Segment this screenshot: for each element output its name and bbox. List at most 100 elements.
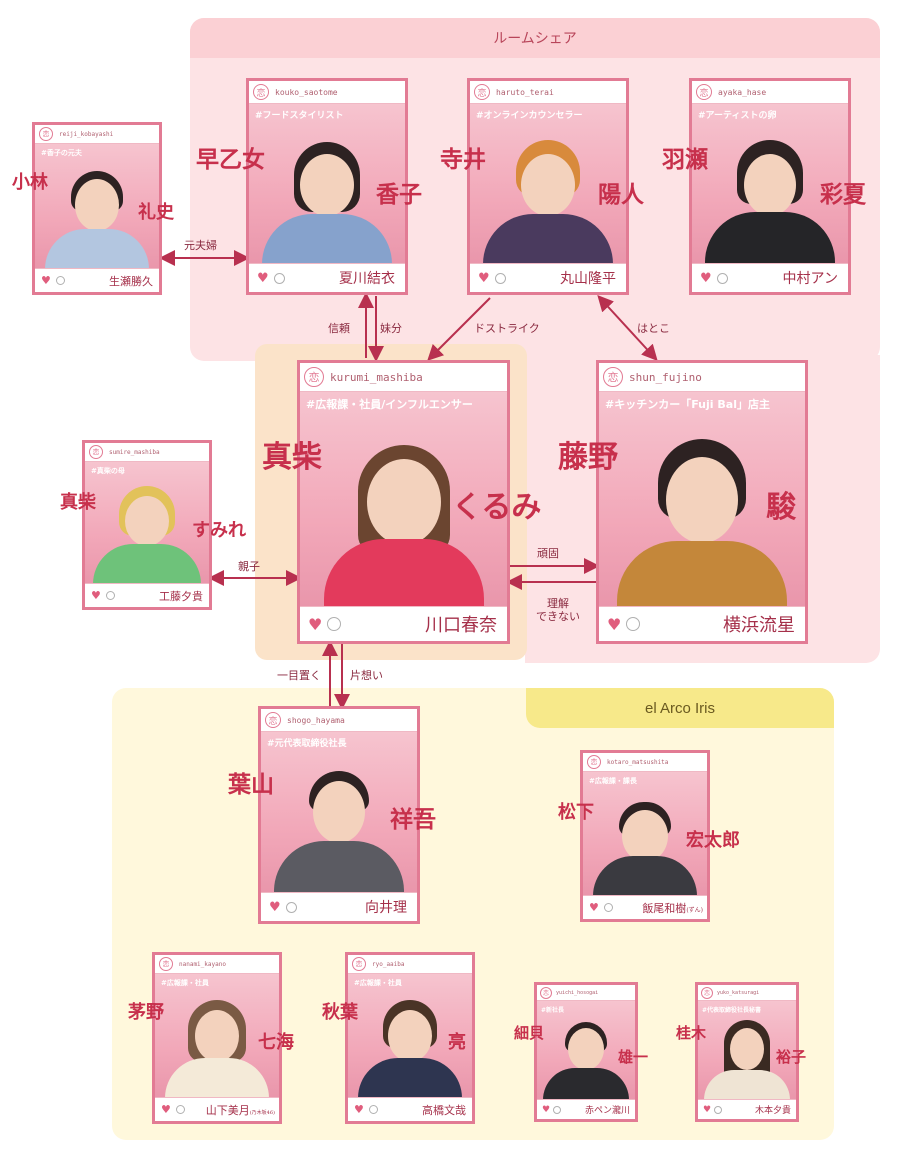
card-tag: #真柴の母 [91, 467, 125, 475]
card-photo: #元代表取締役社長 [261, 732, 417, 893]
heart-icon[interactable]: ♥ [91, 589, 101, 602]
koi-logo-icon: 恋 [540, 986, 552, 999]
comment-icon[interactable] [553, 1105, 562, 1114]
char-name-shun-given: 駿 [766, 490, 796, 525]
koi-logo-icon: 恋 [603, 367, 623, 387]
card-tag: #オンラインカウンセラー [476, 111, 583, 121]
comment-icon[interactable] [626, 617, 641, 631]
card-ryo[interactable]: 恋 ryo_aaiba #広報課・社員 ♥ 高橋文哉 [345, 952, 475, 1124]
card-photo: #新社長 [537, 1001, 635, 1100]
card-ayaka[interactable]: 恋 ayaka_hase #アーティストの卵 ♥ 中村アン [689, 78, 851, 295]
heart-icon[interactable]: ♥ [478, 270, 490, 286]
arco-iris-label: el Arco Iris [526, 688, 834, 728]
card-kurumi[interactable]: 恋 kurumi_mashiba #広報課・社員/インフルエンサー ♥ 川口春奈 [297, 360, 510, 644]
label-cousin: はとこ [637, 322, 670, 335]
char-name-kouko-family: 早乙女 [196, 146, 265, 173]
koi-logo-icon: 恋 [587, 755, 601, 769]
heart-icon[interactable]: ♥ [700, 270, 712, 286]
char-name-haruto-given: 陽人 [598, 181, 644, 208]
actor-name-main: 飯尾和樹 [642, 901, 687, 915]
card-tag: #新社長 [541, 1007, 565, 1014]
card-haruto[interactable]: 恋 haruto_terai #オンラインカウンセラー ♥ 丸山隆平 [467, 78, 629, 295]
card-handle: reiji_kobayashi [59, 130, 114, 138]
actor-name: 中村アン [782, 271, 838, 287]
heart-icon[interactable]: ♥ [308, 614, 323, 634]
person-figure [705, 124, 835, 264]
card-tag: #広報課・社員 [161, 979, 209, 987]
comment-icon[interactable] [273, 272, 285, 284]
heart-icon[interactable]: ♥ [703, 1104, 712, 1115]
actor-name: 飯尾和樹(ずん) [642, 900, 703, 916]
comment-icon[interactable] [105, 591, 115, 600]
card-handle: ryo_aaiba [372, 960, 405, 968]
koi-logo-icon: 恋 [39, 127, 53, 141]
heart-icon[interactable]: ♥ [161, 1103, 171, 1116]
char-name-nanami-family: 茅野 [128, 1002, 164, 1023]
heart-icon[interactable]: ♥ [354, 1103, 364, 1116]
label-respect: 一目置く [277, 669, 321, 682]
card-tag: #代表取締役社長秘書 [702, 1007, 762, 1014]
heart-icon[interactable]: ♥ [589, 901, 599, 914]
card-yuko[interactable]: 恋 yuko_katsuragi #代表取締役社長秘書 ♥ 木本夕貴 [695, 982, 799, 1122]
person-figure [165, 990, 269, 1098]
label-sister: 妹分 [380, 322, 402, 335]
card-shun[interactable]: 恋 shun_fujino #キッチンカー「Fuji Bal」店主 ♥ 横浜流星 [596, 360, 808, 644]
char-name-reiji-given: 礼史 [138, 202, 174, 223]
card-tag: #香子の元夫 [41, 149, 82, 157]
char-name-shogo-given: 祥吾 [390, 806, 436, 833]
label-crush: 片想い [350, 669, 383, 682]
card-handle: yuko_katsuragi [717, 989, 760, 996]
person-figure [617, 417, 787, 607]
comment-icon[interactable] [716, 272, 728, 284]
card-photo: #広報課・課長 [583, 772, 707, 896]
comment-icon[interactable] [368, 1105, 378, 1114]
person-figure [593, 788, 697, 896]
char-name-shun-family: 藤野 [558, 440, 618, 475]
actor-name-note: (ずん) [686, 906, 703, 914]
comment-icon[interactable] [603, 903, 613, 912]
heart-icon[interactable]: ♥ [257, 270, 269, 286]
card-kouko[interactable]: 恋 kouko_saotome #フードスタイリスト ♥ 夏川結衣 [246, 78, 408, 295]
koi-logo-icon: 恋 [304, 367, 324, 387]
char-name-nanami-given: 七海 [258, 1032, 294, 1053]
char-name-reiji-family: 小林 [12, 172, 48, 193]
label-no-understand: 理解 できない [536, 597, 580, 623]
char-name-kurumi-given: くるみ [452, 490, 542, 525]
comment-icon[interactable] [494, 272, 506, 284]
comment-icon[interactable] [175, 1105, 185, 1114]
comment-icon[interactable] [55, 276, 65, 285]
heart-icon[interactable]: ♥ [269, 899, 281, 915]
char-name-yuko-given: 裕子 [776, 1048, 807, 1066]
card-nanami[interactable]: 恋 nanami_kayano #広報課・社員 ♥ 山下美月(乃木坂46) [152, 952, 282, 1124]
heart-icon[interactable]: ♥ [607, 614, 622, 634]
card-yuichi[interactable]: 恋 yuichi_hosogai #新社長 ♥ 赤ペン瀧川 [534, 982, 638, 1122]
heart-icon[interactable]: ♥ [41, 274, 51, 287]
char-name-ayaka-family: 羽瀬 [662, 146, 708, 173]
card-photo: #広報課・社員/インフルエンサー [300, 392, 507, 607]
heart-icon[interactable]: ♥ [542, 1104, 551, 1115]
label-ex-spouse: 元夫婦 [184, 239, 217, 252]
comment-icon[interactable] [327, 617, 342, 631]
actor-name: 高橋文哉 [422, 1103, 466, 1117]
comment-icon[interactable] [714, 1105, 723, 1114]
card-handle: kotaro_matsushita [607, 758, 669, 766]
koi-logo-icon: 恋 [352, 957, 366, 971]
actor-name: 木本夕貴 [754, 1106, 791, 1116]
actor-name-note: (乃木坂46) [249, 1109, 275, 1116]
actor-name: 山下美月(乃木坂46) [206, 1102, 275, 1118]
label-distrike: ドストライク [474, 322, 540, 335]
card-reiji[interactable]: 恋 reiji_kobayashi #香子の元夫 ♥ 生瀬勝久 [32, 122, 162, 295]
label-no-understand-2: できない [536, 610, 580, 623]
char-name-ayaka-given: 彩夏 [820, 181, 866, 208]
card-shogo[interactable]: 恋 shogo_hayama #元代表取締役社長 ♥ 向井理 [258, 706, 420, 924]
koi-logo-icon: 恋 [701, 986, 713, 999]
card-sumire[interactable]: 恋 sumire_mashiba #真柴の母 ♥ 工藤夕貴 [82, 440, 212, 610]
koi-logo-icon: 恋 [696, 84, 712, 100]
actor-name: 夏川結衣 [339, 271, 395, 287]
koi-logo-icon: 恋 [253, 84, 269, 100]
card-kotaro[interactable]: 恋 kotaro_matsushita #広報課・課長 ♥ 飯尾和樹(ずん) [580, 750, 710, 922]
person-figure [483, 124, 613, 264]
actor-name: 赤ペン瀧川 [584, 1106, 630, 1116]
person-figure [704, 1012, 790, 1100]
comment-icon[interactable] [285, 901, 297, 913]
